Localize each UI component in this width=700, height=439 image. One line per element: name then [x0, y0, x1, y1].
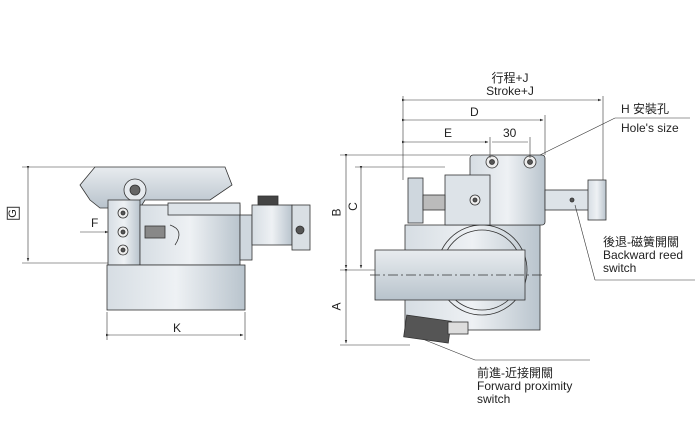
- reed-switch: [544, 189, 591, 211]
- forward-switch-label: 前進-近接開關 Forward proximity switch: [477, 367, 572, 406]
- forward-label-en1: Forward proximity: [477, 379, 573, 393]
- side-view: [79, 166, 311, 311]
- dim-A: A: [329, 302, 344, 311]
- dim-K: K: [173, 321, 182, 335]
- hole-label-zh: H 安裝孔: [621, 102, 670, 116]
- backward-label-en2: switch: [603, 261, 637, 275]
- forward-label-zh: 前進-近接開關: [477, 366, 553, 380]
- stroke-label-en: Stroke+J: [486, 84, 534, 98]
- top-ledge: [167, 202, 241, 216]
- backward-switch-label: 後退-磁簧開關 Backward reed switch: [603, 236, 683, 275]
- backward-label-zh: 後退-磁簧開關: [603, 235, 679, 249]
- top-dimensions: [340, 96, 695, 361]
- forward-label-en2: switch: [477, 392, 511, 406]
- dim-G: G: [6, 207, 20, 220]
- base-block: [106, 264, 246, 311]
- backward-label-en1: Backward reed: [603, 248, 684, 262]
- top-view: [370, 154, 607, 344]
- dim-F: F: [91, 216, 99, 230]
- stroke-label-zh: 行程+J: [491, 71, 529, 85]
- clamp-arm: [79, 166, 233, 209]
- dim-30: 30: [503, 126, 517, 140]
- dim-D: D: [470, 105, 479, 119]
- stroke-label: 行程+J Stroke+J: [470, 72, 550, 98]
- dim-E: E: [444, 126, 453, 140]
- hole-label-en: Hole's size: [621, 121, 679, 135]
- switch-housing: [251, 204, 293, 246]
- side-dimensions: [22, 166, 246, 340]
- dim-C: C: [345, 202, 360, 211]
- dim-B: B: [329, 208, 344, 217]
